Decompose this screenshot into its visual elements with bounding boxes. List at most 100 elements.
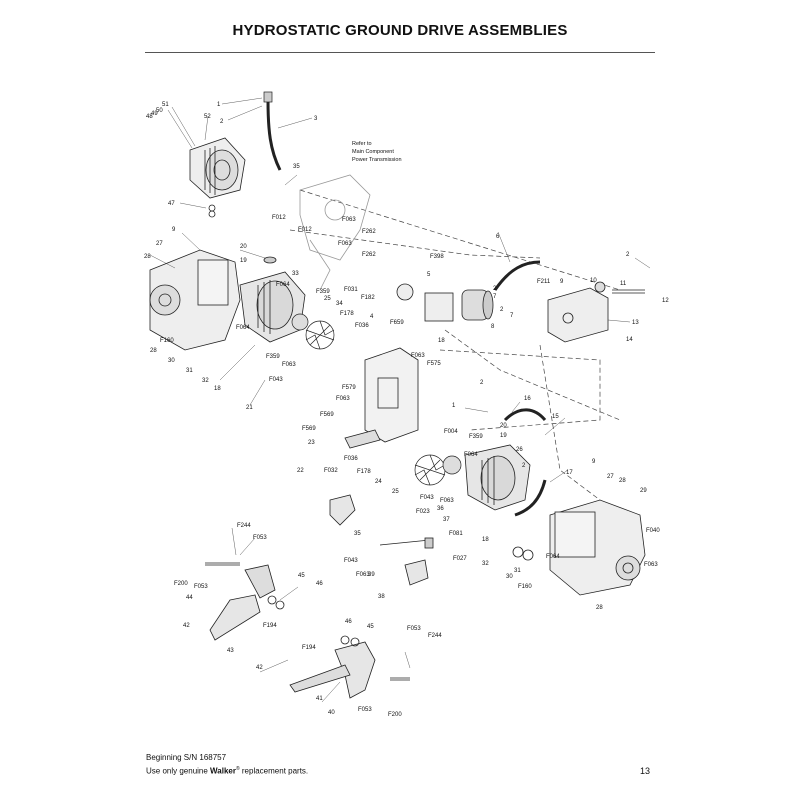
callout-label: 17	[566, 470, 573, 476]
callout-label: F160	[160, 338, 174, 344]
filter-assembly	[396, 283, 494, 322]
callout-label: F063	[336, 396, 350, 402]
callout-label: 36	[437, 506, 444, 512]
footer-brand: Walker	[210, 766, 236, 776]
callout-label: 10	[590, 278, 597, 284]
fitting-upper	[263, 91, 273, 103]
main-component-transmission-ghost	[299, 174, 371, 291]
callout-label: F359	[469, 434, 483, 440]
callout-label: 9	[172, 227, 176, 233]
footer-prefix: Use only genuine	[146, 766, 211, 776]
callout-label: 33	[292, 271, 299, 277]
callout-label: F244	[428, 633, 442, 639]
hose-upper	[266, 99, 282, 171]
callout-label: F043	[269, 377, 283, 383]
callout-label: F064	[546, 554, 560, 560]
callout-label: F023	[416, 509, 430, 515]
callout-label: F053	[253, 535, 267, 541]
callout-label: F027	[453, 556, 467, 562]
callout-label: 48	[146, 114, 153, 120]
callout-label: F398	[430, 254, 444, 260]
callout-label: F569	[320, 412, 334, 418]
callout-label: 28	[144, 254, 151, 260]
callout-label: F579	[342, 385, 356, 391]
callout-label: 20	[240, 244, 247, 250]
callout-label: 30	[506, 574, 513, 580]
callout-label: F262	[362, 229, 376, 235]
footer-serial: Beginning S/N 168757	[146, 753, 227, 762]
callout-label: 35	[293, 164, 300, 170]
callout-label: F032	[324, 468, 338, 474]
callout-label: F160	[518, 584, 532, 590]
callout-label: 25	[392, 489, 399, 495]
page-title: HYDROSTATIC GROUND DRIVE ASSEMBLIES	[232, 22, 568, 39]
callout-label: 23	[308, 440, 315, 446]
callout-label: 28	[150, 348, 157, 354]
callout-label: F063	[338, 241, 352, 247]
callout-label: 26	[516, 447, 523, 453]
callout-label: 45	[298, 573, 305, 579]
callout-label: 14	[626, 337, 633, 343]
footer-registered: ®	[235, 766, 240, 772]
callout-label: F200	[388, 712, 402, 718]
hose-middle	[493, 260, 541, 291]
callout-label: 47	[168, 201, 175, 207]
callout-label: F359	[266, 354, 280, 360]
control-linkage-lower-middle	[289, 635, 410, 699]
hydro-pump-upper-left	[189, 137, 246, 218]
callout-label: 2	[522, 463, 526, 469]
cooling-fan-left	[291, 313, 335, 350]
callout-label: F064	[276, 282, 290, 288]
callout-label: 19	[240, 258, 247, 264]
callout-label: F244	[237, 523, 251, 529]
callout-label: F359	[316, 289, 330, 295]
callout-label: F178	[340, 311, 354, 317]
callout-label: 28	[619, 478, 626, 484]
callout-label: 51	[162, 102, 169, 108]
callout-label: F081	[449, 531, 463, 537]
reference-note: Refer to Main Component Power Transmissi…	[352, 141, 402, 163]
callout-label: 2	[626, 252, 630, 258]
callout-label: 2	[493, 286, 497, 292]
callout-label: 35	[354, 531, 361, 537]
callout-label: F043	[344, 558, 358, 564]
svg-text:Main Component: Main Component	[352, 149, 394, 155]
callout-label: 30	[168, 358, 175, 364]
callout-label: 25	[324, 296, 331, 302]
reference-dashed-lines	[289, 189, 621, 501]
callout-label: F194	[302, 645, 316, 651]
callout-label: 28	[596, 605, 603, 611]
callout-label: 3	[314, 116, 318, 122]
callout-label: 6	[496, 234, 500, 240]
callout-label: 1	[217, 102, 221, 108]
control-linkage-middle	[329, 494, 434, 586]
callout-label: 18	[438, 338, 445, 344]
cooling-fan-right	[414, 454, 462, 486]
right-hydro-pump	[464, 444, 531, 511]
callout-label: 22	[297, 468, 304, 474]
callout-label: F182	[361, 295, 375, 301]
callout-label: 4	[370, 314, 374, 320]
callout-label: F036	[344, 456, 358, 462]
callout-label: F575	[427, 361, 441, 367]
callout-label: 31	[514, 568, 521, 574]
callout-label: 2	[480, 380, 484, 386]
center-frame-plate	[344, 347, 419, 449]
callout-label: 37	[443, 517, 450, 523]
callout-label: F043	[420, 495, 434, 501]
callout-label: 2	[220, 119, 224, 125]
callout-label: 11	[620, 281, 627, 287]
callout-label: 5	[427, 272, 431, 278]
callout-label: 46	[345, 619, 352, 625]
callout-label: F063	[282, 362, 296, 368]
callout-label: 7	[510, 313, 514, 319]
callout-label: F063	[644, 562, 658, 568]
callout-label: 27	[607, 474, 614, 480]
callout-label: F211	[537, 279, 551, 285]
callout-label: 18	[482, 537, 489, 543]
callout-label: 19	[500, 433, 507, 439]
callout-label: 29	[640, 488, 647, 494]
callout-label: F004	[444, 429, 458, 435]
callout-label: 50	[156, 108, 163, 114]
callout-label: F064	[464, 452, 478, 458]
